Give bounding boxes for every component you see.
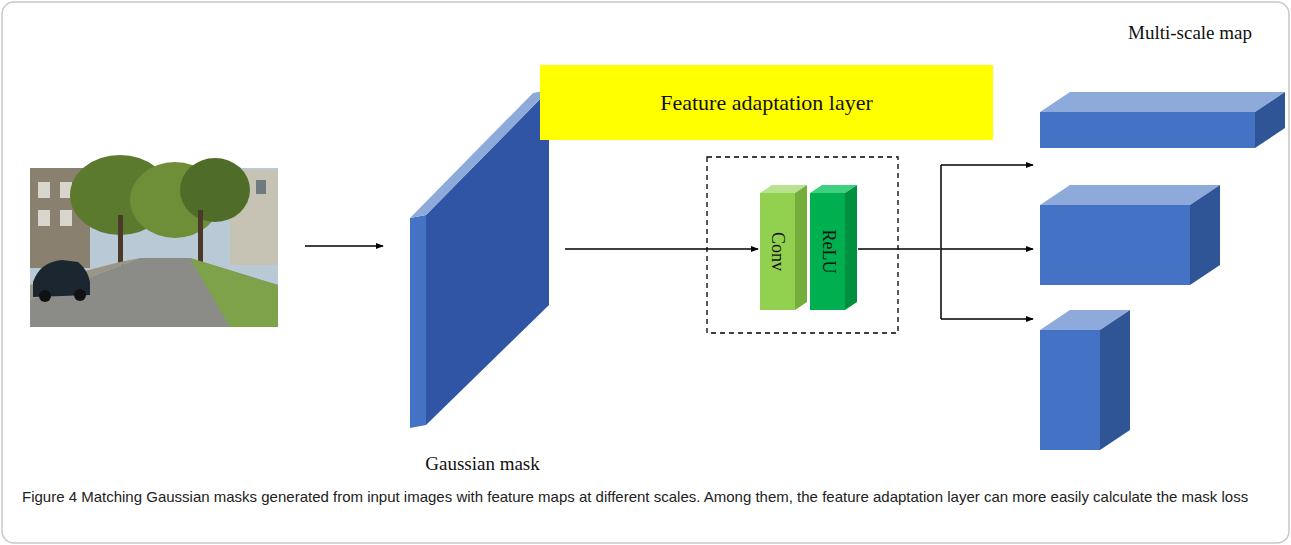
slab-text-holder: ReLU <box>810 193 845 310</box>
map-heading: Multi-scale map <box>1128 22 1252 44</box>
layer-label: Conv <box>767 232 788 271</box>
relu-layer: ReLU <box>808 185 858 313</box>
connector-arrow <box>565 248 758 250</box>
feature-map-side <box>1190 185 1220 285</box>
figure-caption: Figure 4 Matching Gaussian masks generat… <box>22 486 1267 507</box>
slab-side <box>845 185 857 310</box>
gaussian-mask: Gaussian mask <box>400 85 565 485</box>
node-label: Gaussian mask <box>400 453 565 475</box>
connector-arrow <box>858 248 940 250</box>
feature-map-side <box>1100 310 1130 450</box>
branch-arrow <box>941 164 1033 166</box>
feature-map-front <box>1040 330 1100 450</box>
slab-front <box>810 193 845 310</box>
feature-map-front <box>1040 205 1190 285</box>
branch-arrow <box>941 318 1033 320</box>
slab-text-holder: Conv <box>760 193 795 310</box>
branch-arrow <box>941 248 1033 250</box>
branch-line <box>940 165 942 319</box>
shape-outline <box>400 85 565 485</box>
feature-map-front <box>1040 112 1255 148</box>
feature-map-side <box>1255 92 1285 148</box>
conv-layer: Conv <box>758 185 808 313</box>
input-arrow <box>305 245 383 247</box>
layer-label: ReLU <box>817 230 838 274</box>
slab-top-face <box>410 90 549 218</box>
slab-side <box>795 185 807 310</box>
shape-outline <box>940 22 1285 465</box>
feature-adaptation-box: Feature adaptation layer <box>540 65 993 140</box>
feature-map-top <box>1040 185 1220 205</box>
dashed-group <box>707 157 898 333</box>
box-title: Feature adaptation layer <box>660 90 873 116</box>
slab-front <box>760 193 795 310</box>
street-photo <box>30 155 278 327</box>
multi-scale-map: Multi-scale map <box>940 22 1285 465</box>
feature-map-top <box>1040 92 1285 112</box>
slab-left-face <box>410 215 426 428</box>
